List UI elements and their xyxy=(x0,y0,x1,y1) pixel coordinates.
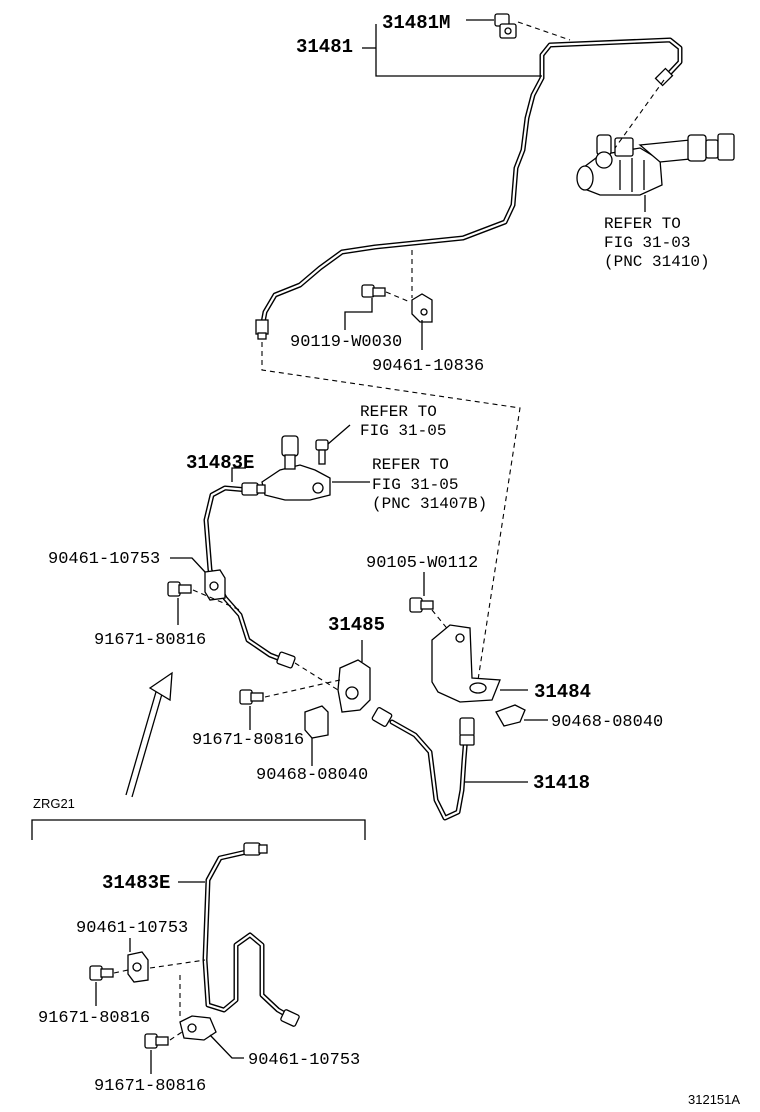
leader-ref-31-05-a xyxy=(327,424,351,445)
flexible-hose-31418 xyxy=(371,707,475,821)
clamp-90461-10753-left xyxy=(127,951,149,983)
clutch-pipe-31483E-lower xyxy=(202,842,300,1027)
label-90461-10753-right: 90461-10753 xyxy=(248,1051,360,1070)
figure-code: 312151A xyxy=(688,1092,740,1107)
label-ref-31-03-line2: FIG 31-03 xyxy=(604,234,690,252)
label-31418: 31418 xyxy=(533,772,590,794)
leader-90461-10753-right xyxy=(209,1034,244,1059)
bracket-31484 xyxy=(431,624,501,703)
label-90461-10753-left: 90461-10753 xyxy=(76,919,188,938)
clutch-master-cylinder xyxy=(576,133,735,196)
leader-31481 xyxy=(375,24,542,77)
label-ref-31-03-line1: REFER TO xyxy=(604,215,681,233)
label-ref-31-05-b-line3: (PNC 31407B) xyxy=(372,495,487,513)
label-91671-80816-c: 91671-80816 xyxy=(38,1009,150,1028)
label-90461-10836: 90461-10836 xyxy=(372,357,484,376)
clamp-90461-10836 xyxy=(411,293,433,323)
clip-31481M xyxy=(494,13,517,39)
clip-90468-08040-bottom xyxy=(304,705,329,739)
clamp-90461-10753-upper xyxy=(204,569,226,601)
clip-90468-08040-right xyxy=(495,704,526,727)
bolt-90119-W0030 xyxy=(361,284,386,298)
bracket-31485 xyxy=(337,659,371,713)
label-31483E-bottom: 31483E xyxy=(102,872,170,894)
label-91671-80816-a: 91671-80816 xyxy=(94,631,206,650)
leader-31483E-top xyxy=(231,467,246,482)
clutch-pipe-31481 xyxy=(259,37,683,331)
label-31485: 31485 xyxy=(328,614,385,636)
leader-90119 xyxy=(344,298,373,330)
label-31484: 31484 xyxy=(534,681,591,703)
bolt-90105-W0112 xyxy=(409,597,434,613)
label-ref-31-05-b-line1: REFER TO xyxy=(372,456,449,474)
bolt-91671-80816-d xyxy=(144,1033,169,1049)
label-90461-10753-top: 90461-10753 xyxy=(48,550,160,569)
bolt-91671-80816-c xyxy=(89,965,114,981)
label-31481: 31481 xyxy=(296,36,353,58)
bolt-91671-80816-b xyxy=(239,689,264,705)
label-31483E-top: 31483E xyxy=(186,452,254,474)
label-ref-31-03-line3: (PNC 31410) xyxy=(604,253,710,271)
union-block xyxy=(261,435,331,501)
label-90119-W0030: 90119-W0030 xyxy=(290,333,402,352)
bolt-91671-80816-a xyxy=(167,581,192,597)
label-ref-31-05-b-line2: FIG 31-05 xyxy=(372,476,458,494)
pipe-fitting-upper xyxy=(255,67,674,340)
label-90468-08040-right: 90468-08040 xyxy=(551,713,663,732)
clamp-90461-10753-right xyxy=(179,1015,217,1041)
label-31481M: 31481M xyxy=(382,12,450,34)
label-zrg21: ZRG21 xyxy=(33,796,75,811)
label-90468-08040-bottom: 90468-08040 xyxy=(256,766,368,785)
label-ref-31-05-a-line1: REFER TO xyxy=(360,403,437,421)
zrg21-bracket-line xyxy=(31,819,366,840)
label-91671-80816-b: 91671-80816 xyxy=(192,731,304,750)
direction-arrow xyxy=(125,671,173,798)
leader-90461-10753-top xyxy=(170,557,206,573)
label-ref-31-05-a-line2: FIG 31-05 xyxy=(360,422,446,440)
label-90105-W0112: 90105-W0112 xyxy=(366,554,478,573)
label-91671-80816-d: 91671-80816 xyxy=(94,1077,206,1096)
